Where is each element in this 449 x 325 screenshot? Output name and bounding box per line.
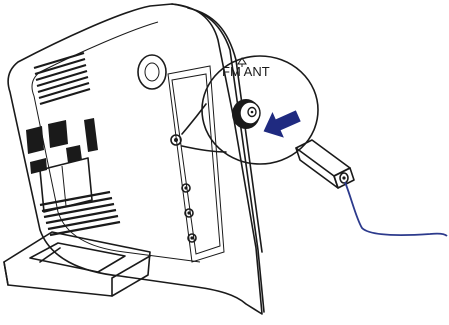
insert-arrow (263, 110, 301, 138)
antenna-cable (344, 181, 448, 237)
mount-bracket (26, 118, 98, 213)
antenna-plug (295, 139, 355, 189)
fm-ant-label: FM ANT (222, 64, 270, 79)
zoom-circle (201, 55, 319, 165)
device-back-housing (7, 3, 265, 315)
fm-antenna-socket (232, 99, 261, 129)
zoom-callout: FM ANT (181, 55, 319, 165)
stand-base (3, 231, 151, 297)
rear-knob (137, 54, 167, 90)
antenna-icon (237, 57, 247, 67)
side-port-panel (170, 134, 197, 243)
top-vent-grille (33, 51, 91, 106)
fm-antenna-port-small (170, 134, 182, 146)
lower-vent-grille (39, 190, 121, 237)
